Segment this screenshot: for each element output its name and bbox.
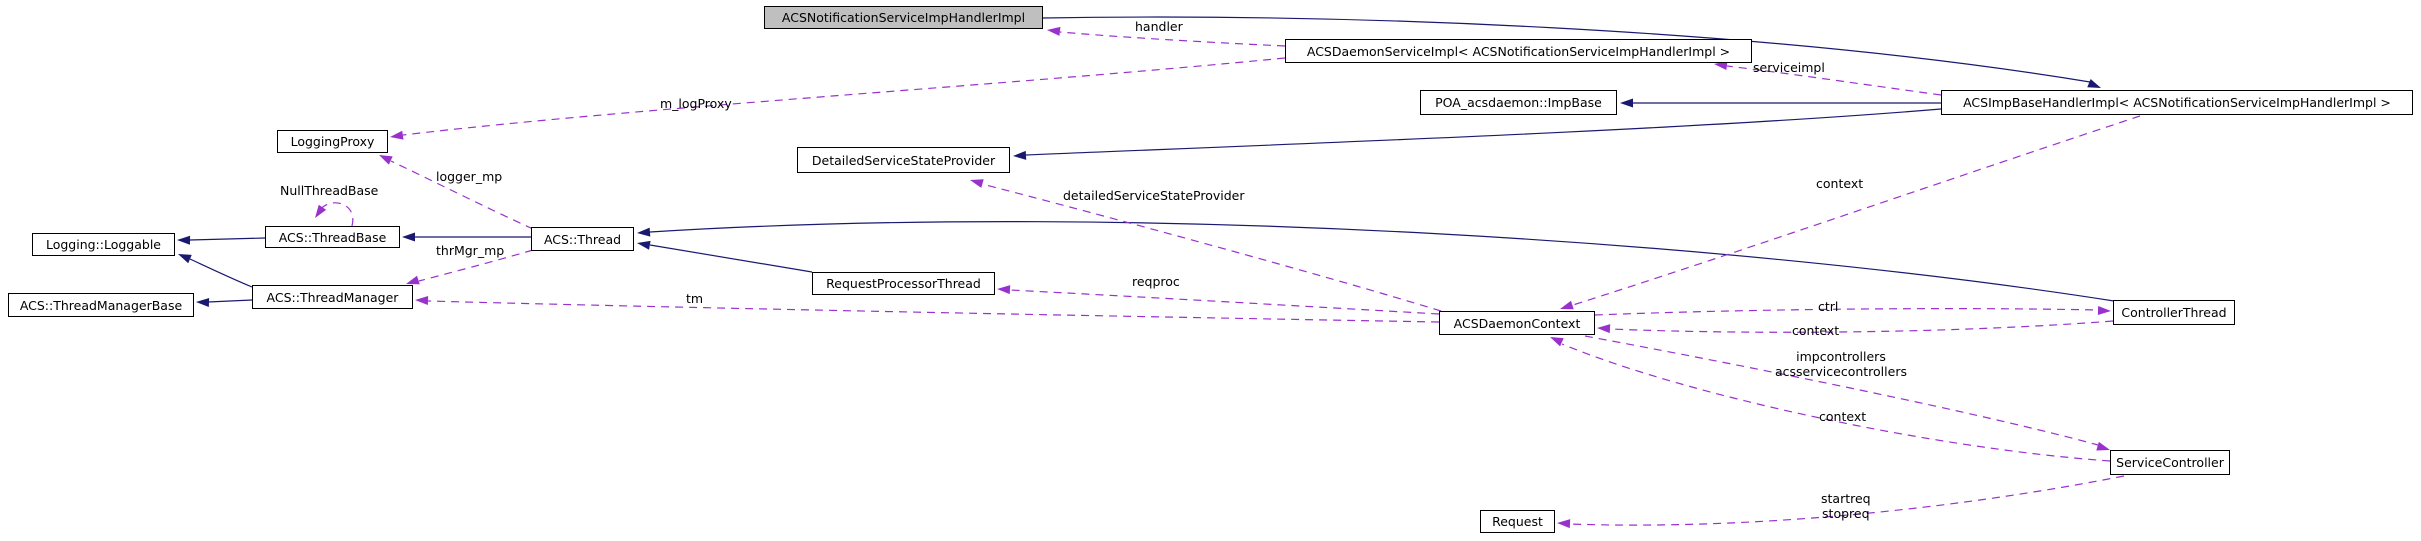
edge-member-ctrl — [1594, 308, 2099, 316]
arrowhead-inherits-acsthread-from-requestprocessorthread — [637, 240, 651, 250]
edge-label-line: context — [1819, 409, 1867, 424]
edge-label-line: detailedServiceStateProvider — [1063, 188, 1245, 203]
class-node-acsdaemonserviceimpl[interactable]: ACSDaemonServiceImpl< ACSNotificationSer… — [1285, 39, 1752, 63]
edge-label-detailedservicestateprovider: detailedServiceStateProvider — [1063, 188, 1245, 204]
edge-member-logger-mp — [390, 160, 534, 230]
edge-label-line: startreq — [1821, 491, 1871, 506]
edge-member-impcontrollers — [1584, 335, 2099, 446]
edge-inherits-loggable-from-threadmanager — [189, 258, 253, 288]
class-node-acs-threadmanagerbase[interactable]: ACS::ThreadManagerBase — [8, 293, 194, 317]
edge-member-m-logproxy — [402, 57, 1286, 136]
arrowhead-inherits-threadmanagerbase — [196, 297, 210, 307]
edge-member-detailedservicestateprovider — [981, 183, 1442, 312]
edge-label-line: m_logProxy — [660, 96, 732, 111]
edge-label-line: acsservicecontrollers — [1775, 363, 1907, 379]
class-node-acsdaemoncontext[interactable]: ACSDaemonContext — [1439, 311, 1595, 335]
arrowhead-member-thrmgr-mp — [406, 275, 420, 285]
edge-inherits-acsthread-from-requestprocessorthread — [649, 244, 813, 273]
arrowhead-inherits-loggable-from-threadmanager — [178, 254, 192, 264]
class-node-acs-thread[interactable]: ACS::Thread — [531, 227, 634, 251]
edge-label-line: ctrl — [1818, 299, 1839, 314]
arrowhead-member-serviceimpl — [1714, 61, 1728, 71]
edge-label-serviceimpl: serviceimpl — [1753, 60, 1825, 76]
edge-inherits-detailedservicestateprovider — [1025, 108, 1942, 156]
class-node-acs-threadbase[interactable]: ACS::ThreadBase — [265, 226, 400, 248]
edge-member-thrmgr-mp — [418, 249, 534, 282]
edge-label-context: context — [1819, 409, 1867, 425]
arrowhead-inherits-loggable-from-threadbase — [177, 235, 191, 245]
edge-label-line: impcontrollers — [1796, 349, 1886, 364]
edge-member-context-controllerthread — [1609, 320, 2114, 333]
edge-label-line: handler — [1135, 19, 1183, 34]
arrowhead-member-nullthreadbase-selfloop — [315, 204, 327, 218]
class-node-poa-acsdaemon-impbase[interactable]: POA_acsdaemon::ImpBase — [1420, 90, 1617, 115]
arrowhead-member-logger-mp — [379, 155, 393, 165]
arrowhead-inherits-threadbase-from-thread — [402, 232, 415, 242]
arrowhead-member-context-controllerthread — [1597, 324, 1611, 334]
arrowhead-member-ctrl — [2097, 306, 2111, 316]
arrowhead-member-m-logproxy — [390, 130, 404, 140]
arrowhead-member-tm — [415, 295, 429, 305]
arrowhead-member-reqproc — [997, 285, 1011, 295]
arrowhead-inherits-impbasehandlerimpl — [2087, 78, 2101, 88]
edge-label-line: stopreq — [1822, 505, 1870, 521]
class-node-controllerthread[interactable]: ControllerThread — [2113, 300, 2235, 325]
edge-member-nullthreadbase-selfloop — [319, 202, 354, 227]
class-node-servicecontroller[interactable]: ServiceController — [2110, 450, 2230, 475]
edge-label-handler: handler — [1135, 19, 1183, 35]
edge-label-line: context — [1792, 323, 1840, 338]
edge-label-line: reqproc — [1132, 274, 1180, 289]
edge-inherits-loggable-from-threadbase — [189, 237, 266, 241]
edge-label-line: serviceimpl — [1753, 60, 1825, 75]
class-node-request[interactable]: Request — [1480, 510, 1555, 533]
arrowhead-inherits-detailedservicestateprovider — [1013, 150, 1027, 160]
edge-label-context: context — [1792, 323, 1840, 339]
edge-label-nullthreadbase: NullThreadBase — [280, 183, 379, 199]
class-node-requestprocessorthread[interactable]: RequestProcessorThread — [812, 272, 995, 295]
arrowhead-inherits-acsthread-from-controllerthread — [637, 227, 651, 237]
edge-label-thrmgr_mp: thrMgr_mp — [436, 243, 505, 259]
edge-member-tm — [427, 300, 1440, 323]
edge-label-m_logproxy: m_logProxy — [660, 96, 732, 112]
class-node-acsimpbasehandlerimpl[interactable]: ACSImpBaseHandlerImpl< ACSNotificationSe… — [1941, 90, 2413, 115]
edge-label-line: thrMgr_mp — [436, 243, 505, 258]
edge-inherits-acsthread-from-controllerthread — [649, 221, 2115, 302]
edge-inherits-threadmanagerbase — [207, 299, 253, 303]
arrowhead-member-impcontrollers — [2096, 441, 2110, 451]
edge-label-reqproc: reqproc — [1132, 274, 1180, 290]
edge-label-logger_mp: logger_mp — [436, 169, 503, 185]
arrowhead-member-detailedservicestateprovider — [970, 179, 984, 188]
arrowhead-member-context-servicecontroller — [1550, 337, 1564, 347]
class-node-acs-threadmanager[interactable]: ACS::ThreadManager — [252, 285, 413, 309]
edge-member-startreq-stopreq — [1569, 475, 2125, 526]
class-node-loggingproxy[interactable]: LoggingProxy — [277, 130, 388, 153]
edge-label-context: context — [1816, 176, 1864, 192]
arrowhead-member-startreq-stopreq — [1557, 519, 1571, 529]
arrowhead-member-context-impbasehandler — [1560, 300, 1574, 310]
edge-label-line: tm — [686, 291, 704, 306]
class-node-acsnotificationserviceimphandlerimpl: ACSNotificationServiceImpHandlerImpl — [764, 6, 1043, 29]
class-node-logging-loggable[interactable]: Logging::Loggable — [32, 233, 175, 256]
edge-member-reqproc — [1009, 289, 1440, 315]
edge-member-context-impbasehandler — [1572, 115, 2141, 306]
class-node-detailedservicestateprovider[interactable]: DetailedServiceStateProvider — [797, 147, 1010, 173]
edge-label-line: NullThreadBase — [280, 183, 379, 198]
edge-inherits-impbasehandlerimpl — [1042, 16, 2091, 83]
edge-label-line: context — [1816, 176, 1864, 191]
edge-label-tm: tm — [686, 291, 704, 307]
edge-member-handler — [1059, 31, 1286, 47]
edge-member-context-servicecontroller — [1561, 343, 2111, 462]
arrowhead-member-handler — [1047, 26, 1061, 36]
edge-label-ctrl: ctrl — [1818, 299, 1839, 315]
arrowhead-inherits-poa-impbase — [1620, 98, 1633, 108]
edge-label-line: logger_mp — [436, 169, 503, 184]
